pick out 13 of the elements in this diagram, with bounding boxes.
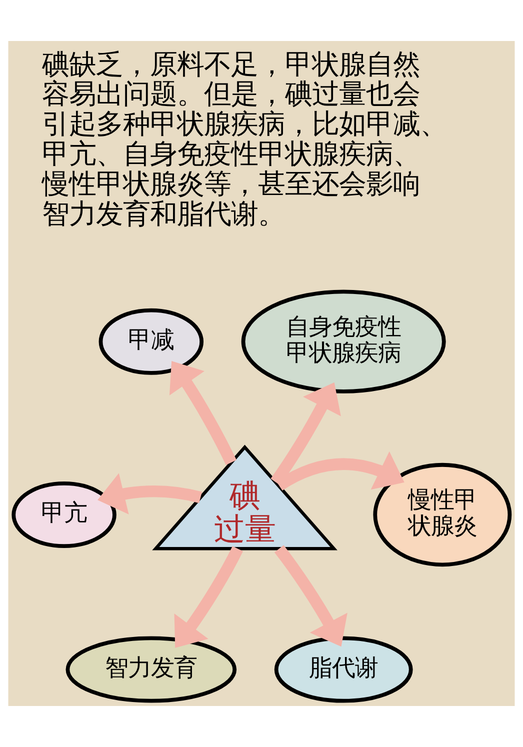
node-ellipse: 慢性甲状腺炎 [373, 462, 512, 567]
arrow [169, 361, 236, 466]
arrow [274, 545, 348, 647]
node-ellipse: 脂代谢 [274, 636, 413, 703]
node-ellipse: 智力发育 [66, 636, 237, 703]
node-ellipse: 甲减 [98, 308, 204, 375]
node-ellipse: 甲亢 [12, 482, 116, 548]
arrow [270, 382, 341, 486]
label: 碘缺乏，原料不足，甲状腺自然容易出问题。但是，碘过量也会引起多种甲状腺疾病，比如甲减、甲亢、自身免疫性甲状腺疾病、慢性甲状腺炎等，甚至还会影响智力发育和脂代谢。 [42, 49, 447, 230]
arrow [276, 451, 404, 491]
arrow [174, 546, 243, 648]
arrow [98, 473, 202, 514]
node-ellipse: 自身免疫性甲状腺疾病 [241, 290, 446, 394]
